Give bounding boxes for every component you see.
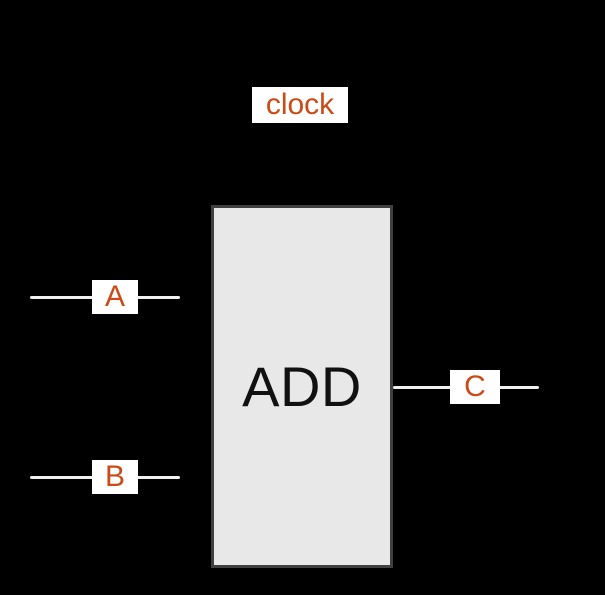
add-block-label: ADD [242, 354, 362, 418]
port-label-clock: clock [252, 87, 348, 123]
port-label-b: B [92, 460, 138, 494]
port-label-a: A [92, 280, 138, 314]
add-block: ADD [211, 205, 393, 568]
port-label-c: C [450, 370, 500, 404]
